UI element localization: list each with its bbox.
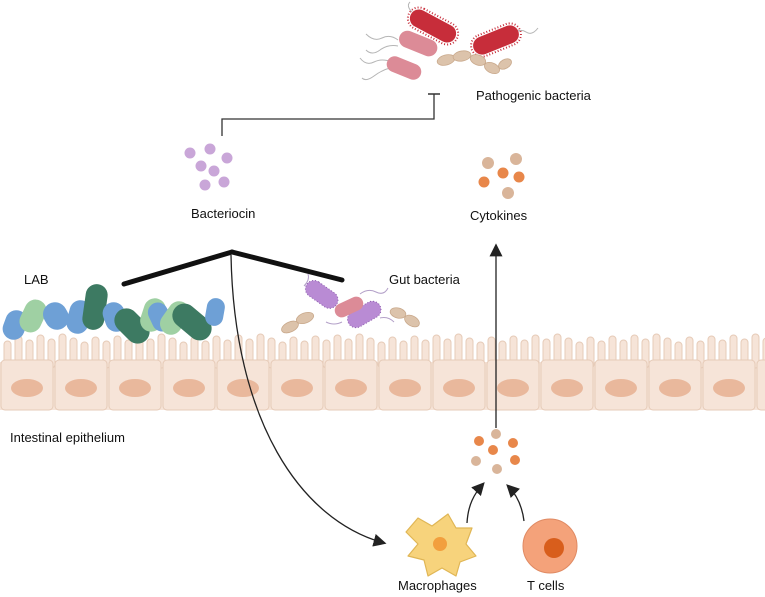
lab-label: LAB [24, 272, 49, 287]
cell-nucleus [713, 379, 745, 397]
cell-nucleus [65, 379, 97, 397]
cytokine-particles-icon [478, 153, 525, 199]
tcell-to-cytokine-arrow [506, 484, 525, 522]
cell-nucleus [389, 379, 421, 397]
bacteriocin-release-lines [121, 249, 345, 287]
bacteriocin-label: Bacteriocin [191, 206, 256, 221]
cell-nucleus [335, 379, 367, 397]
cell-nucleus [443, 379, 475, 397]
cell-nucleus [11, 379, 43, 397]
curved-arrow-to-macrophages [230, 254, 387, 547]
macrophages-label: Macrophages [398, 578, 477, 593]
cell-nucleus [119, 379, 151, 397]
t-cells-label: T cells [527, 578, 565, 593]
gut-bacteria-icon [281, 273, 420, 334]
t-cell-icon [522, 518, 578, 574]
pathogenic-bacteria-icon [359, 1, 539, 81]
intestinal-epithelium-label: Intestinal epithelium [10, 430, 125, 445]
cell-nucleus [173, 379, 205, 397]
cell-nucleus [497, 379, 529, 397]
epithelial-cell [756, 359, 765, 411]
macrophage-to-cytokine-arrow [466, 482, 485, 524]
cell-nucleus [551, 379, 583, 397]
cell-nucleus [281, 379, 313, 397]
bacteriocin-particles-icon [184, 143, 233, 191]
cell-nucleus [605, 379, 637, 397]
epithelium-icon [0, 333, 765, 411]
cell-nucleus [227, 379, 259, 397]
cytokines-label: Cytokines [470, 208, 528, 223]
gut-bacteria-label: Gut bacteria [389, 272, 460, 287]
inhibition-connector [221, 94, 435, 136]
pathogenic-bacteria-label: Pathogenic bacteria [476, 88, 591, 103]
lower-cytokines-icon [471, 429, 520, 474]
lab-bacteria-icon [2, 284, 225, 344]
macrophage-icon [405, 513, 477, 577]
cell-nucleus [659, 379, 691, 397]
